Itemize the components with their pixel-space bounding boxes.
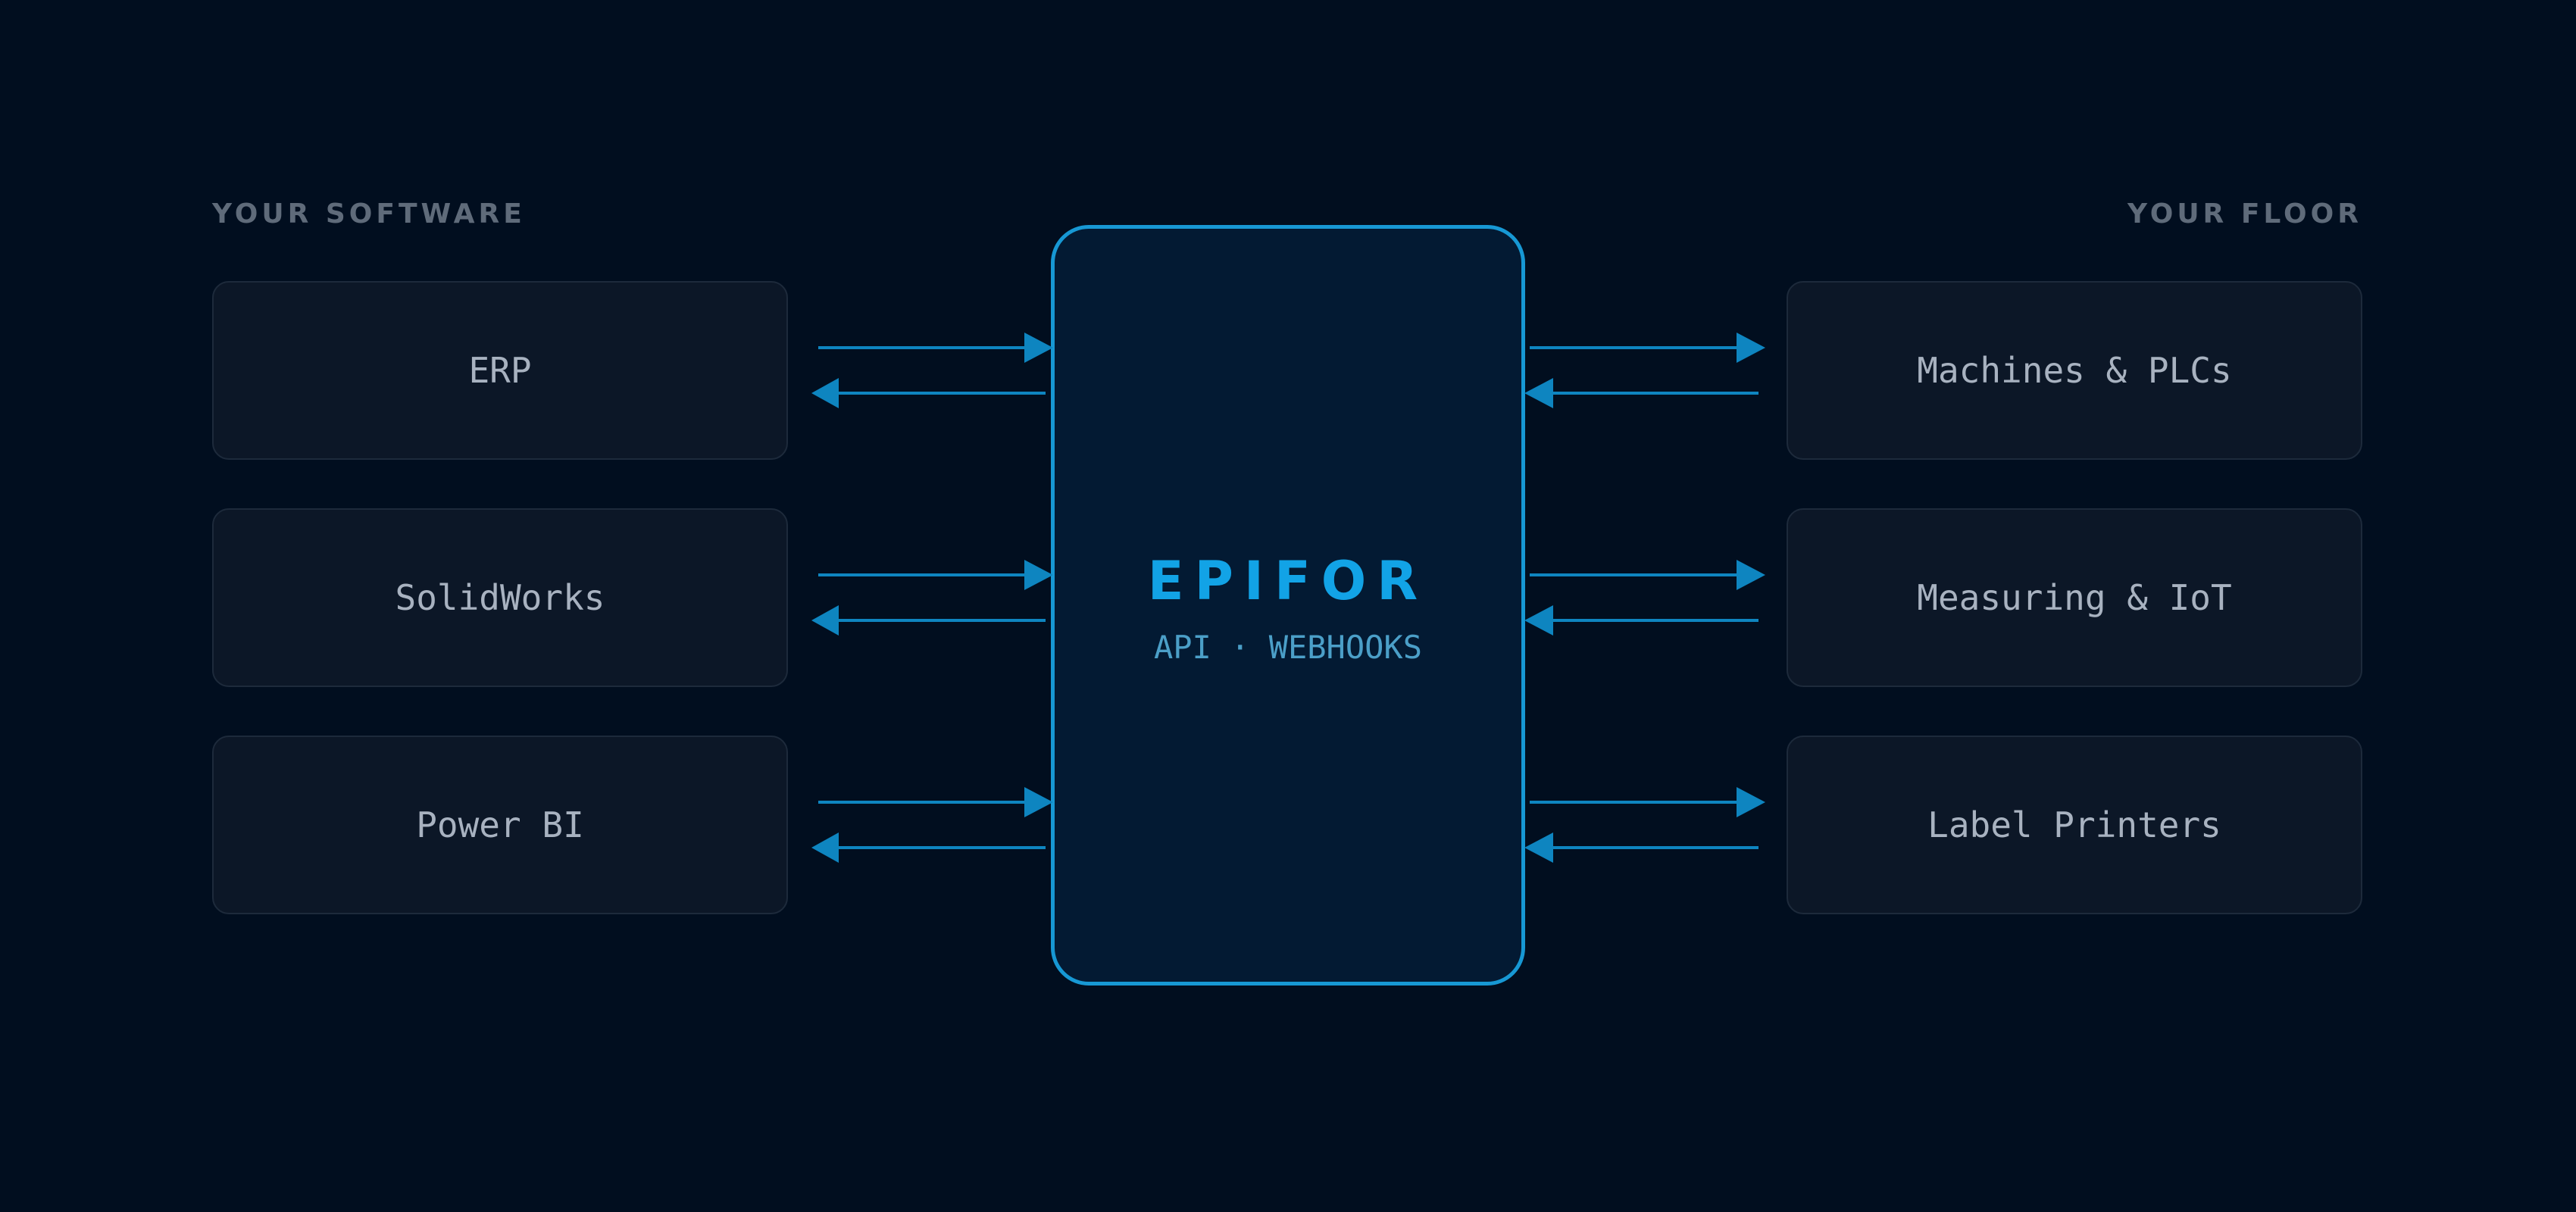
arrow-left-icon: [811, 378, 839, 408]
software-box-label: SolidWorks: [395, 577, 605, 618]
arrow-left-icon: [1524, 832, 1553, 863]
epifor-hub: EPIFOR API · WEBHOOKS: [1051, 225, 1525, 986]
hub-subtitle: API · WEBHOOKS: [1153, 629, 1422, 666]
floor-box-label-printers: Label Printers: [1787, 736, 2362, 914]
connector-software-power-bi: [811, 787, 1053, 863]
connector-floor-machines: [1524, 333, 1765, 408]
floor-box-machines-plcs: Machines & PLCs: [1787, 281, 2362, 460]
arrow-right-icon: [1737, 787, 1765, 817]
arrow-right-icon: [1024, 333, 1053, 363]
software-box-solidworks: SolidWorks: [212, 508, 788, 687]
floor-box-label: Measuring & IoT: [1917, 577, 2232, 618]
your-floor-heading: YOUR FLOOR: [2127, 198, 2362, 230]
connector-software-erp: [811, 333, 1053, 408]
floor-box-label: Label Printers: [1927, 804, 2221, 845]
arrow-left-icon: [1524, 605, 1553, 636]
connector-floor-measuring: [1524, 560, 1765, 636]
software-box-label: ERP: [468, 350, 532, 391]
software-box-label: Power BI: [416, 804, 584, 845]
connector-floor-label-printers: [1524, 787, 1765, 863]
software-box-power-bi: Power BI: [212, 736, 788, 914]
arrow-left-icon: [1524, 378, 1553, 408]
floor-box-label: Machines & PLCs: [1917, 350, 2232, 391]
arrow-right-icon: [1024, 787, 1053, 817]
floor-box-measuring-iot: Measuring & IoT: [1787, 508, 2362, 687]
hub-title: EPIFOR: [1147, 550, 1429, 612]
arrow-left-icon: [811, 832, 839, 863]
arrow-right-icon: [1737, 560, 1765, 590]
software-box-erp: ERP: [212, 281, 788, 460]
your-software-heading: YOUR SOFTWARE: [212, 198, 526, 230]
arrow-left-icon: [811, 605, 839, 636]
arrow-right-icon: [1737, 333, 1765, 363]
arrow-right-icon: [1024, 560, 1053, 590]
connector-software-solidworks: [811, 560, 1053, 636]
